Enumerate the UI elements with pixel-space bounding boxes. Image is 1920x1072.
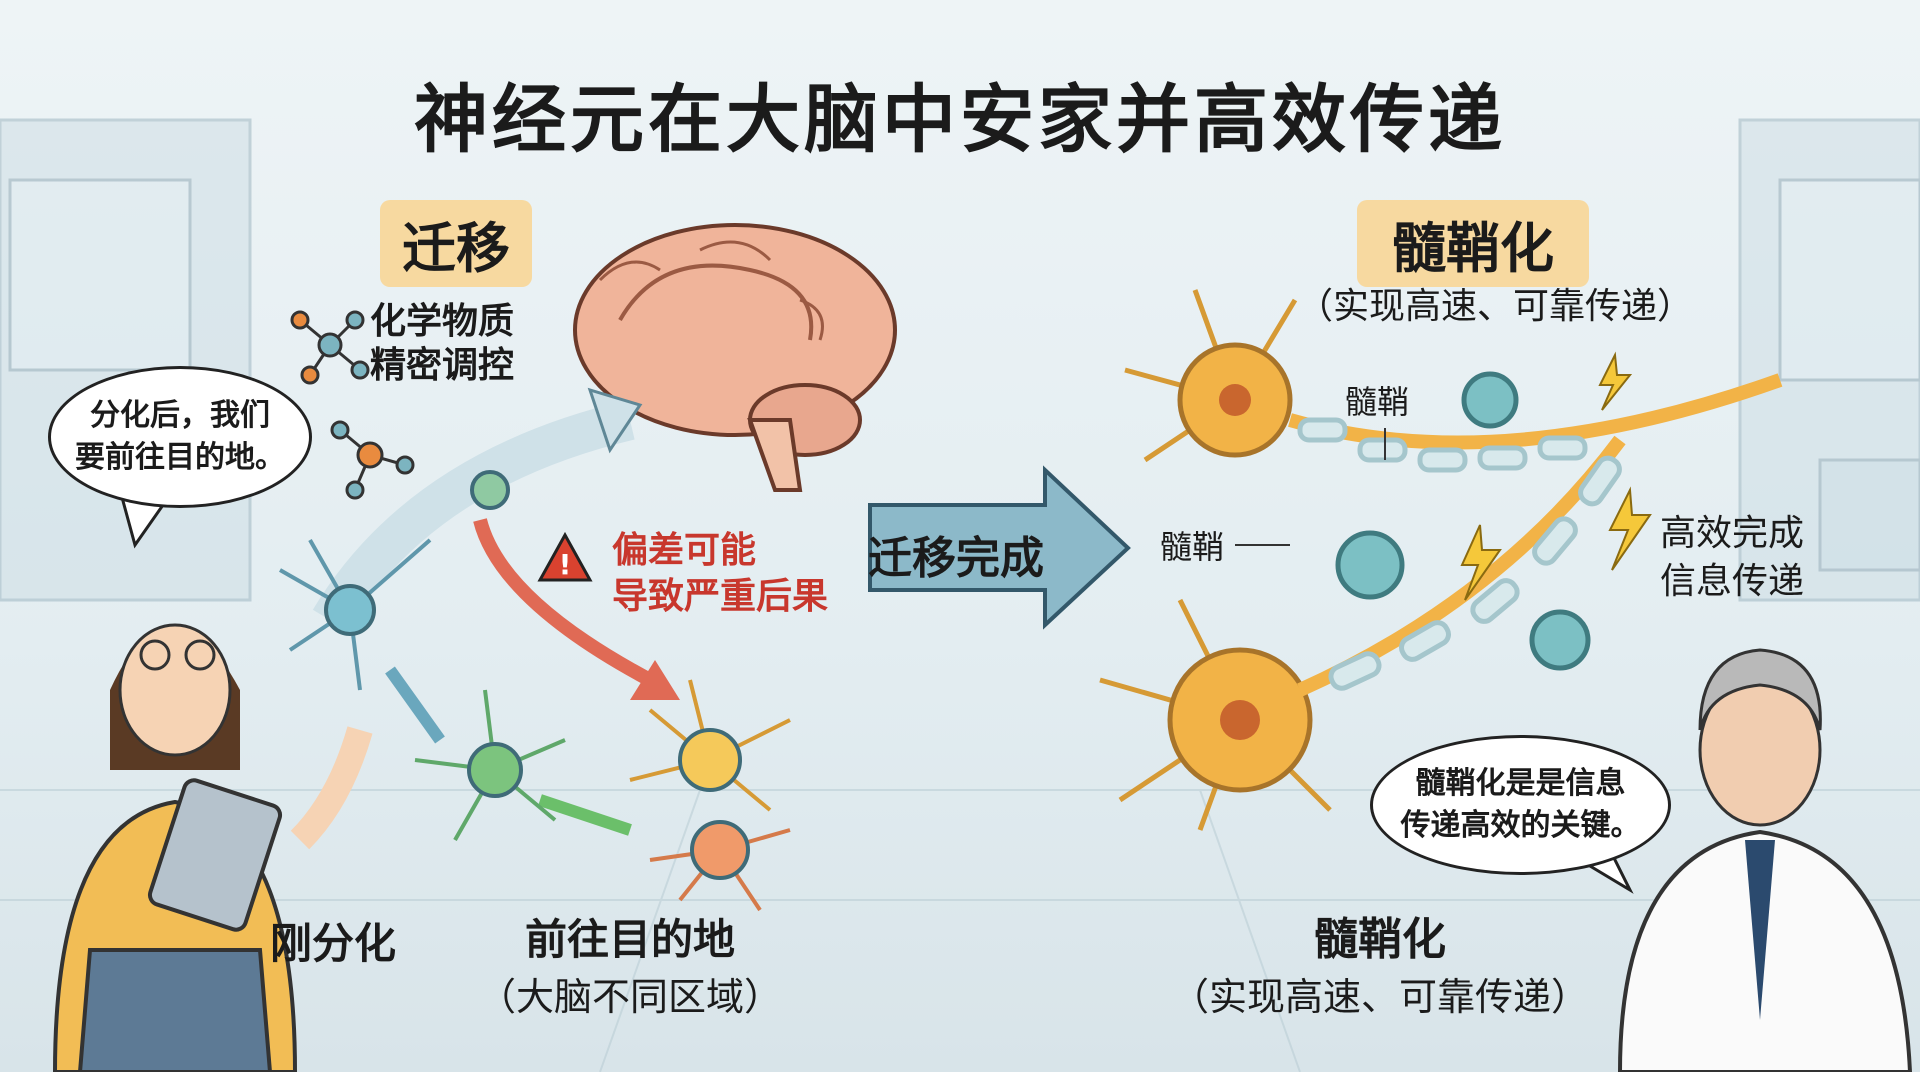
- bubble-line2: 传递高效的关键。: [1400, 808, 1641, 843]
- transition-arrow: [868, 465, 1131, 630]
- efficient-transmission-label: 高效完成 信息传递: [1660, 510, 1804, 606]
- myelination-tag: 髓鞘化: [1357, 200, 1589, 287]
- warning-line2: 导致严重后果: [612, 576, 829, 617]
- bubble-line1: 分化后，我们: [90, 398, 270, 433]
- label-newly-differentiated: 刚分化: [270, 919, 397, 968]
- warning-icon: !: [537, 531, 593, 582]
- bubble-line2: 要前往目的地。: [75, 440, 285, 475]
- transition-label: 迁移完成: [868, 533, 1044, 584]
- chemical-line1: 化学物质: [370, 301, 515, 342]
- efficient-line1: 高效完成: [1660, 513, 1805, 554]
- label-destination: 前往目的地: [524, 915, 735, 964]
- efficient-line2: 信息传递: [1660, 561, 1805, 602]
- doctor-character: [1617, 648, 1913, 1072]
- myelinated-neurons: [1099, 289, 1783, 831]
- molecule-icons: [290, 310, 415, 500]
- migration-arrows: [312, 387, 680, 836]
- sheath-label-top: 髓鞘: [1345, 383, 1410, 421]
- warning-line1: 偏差可能: [612, 530, 757, 571]
- student-character: [52, 623, 373, 1072]
- migrating-neurons: [279, 470, 791, 912]
- sheath-label-left: 髓鞘: [1160, 528, 1225, 566]
- myelination-bottom-label: 髓鞘化: [1314, 914, 1446, 965]
- chemical-regulation-label: 化学物质 精密调控: [370, 300, 514, 388]
- brain-illustration: [573, 223, 897, 492]
- myelination-bottom-sub: （实现高速、可靠传递）: [1170, 975, 1589, 1019]
- doctor-speech-bubble: 髓鞘化是是信息 传递高效的关键。: [1370, 735, 1671, 875]
- student-speech-bubble: 分化后，我们 要前往目的地。: [48, 366, 312, 508]
- lab-background: [0, 118, 1920, 1072]
- label-destination-sub: （大脑不同区域）: [477, 975, 782, 1019]
- myelination-subtitle: （实现高速、可靠传递）: [1296, 286, 1693, 327]
- chemical-line2: 精密调控: [370, 345, 515, 386]
- warning-text: 偏差可能 导致严重后果: [612, 528, 828, 620]
- bubble-line1: 髓鞘化是是信息: [1415, 766, 1626, 801]
- svg-text:!: !: [559, 548, 572, 581]
- migration-tag: 迁移: [380, 200, 532, 287]
- page-title: 神经元在大脑中安家并高效传递: [414, 77, 1506, 163]
